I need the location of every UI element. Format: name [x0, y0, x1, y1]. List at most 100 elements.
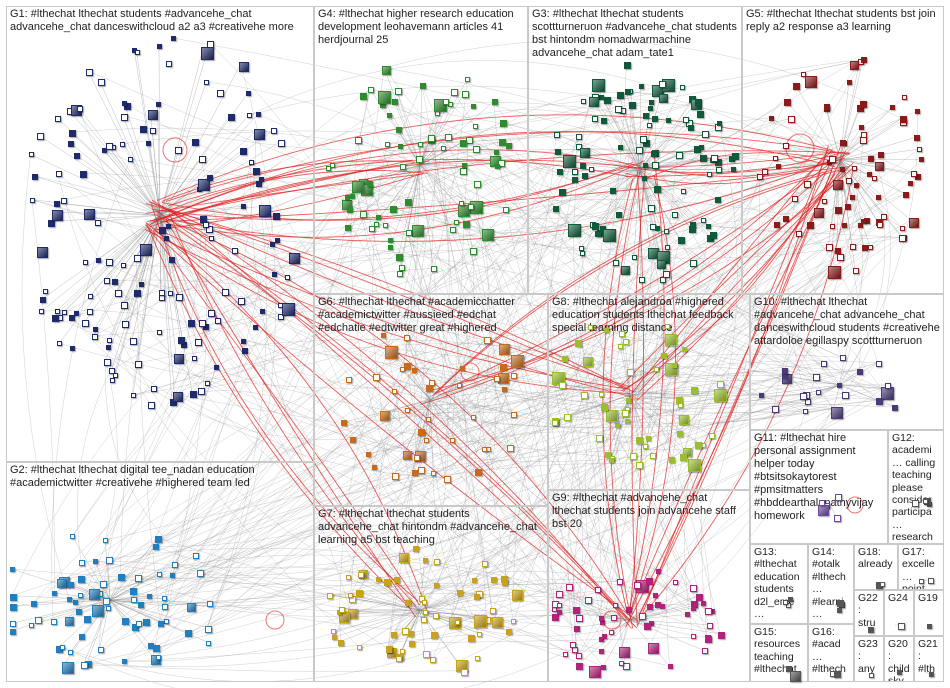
node-g2[interactable]: [122, 659, 128, 665]
node-g1[interactable]: [150, 128, 157, 135]
node-g1[interactable]: [133, 289, 141, 297]
node-g2[interactable]: [205, 625, 213, 633]
node-g2[interactable]: [103, 538, 109, 544]
node-g8[interactable]: [709, 432, 716, 439]
node-g8[interactable]: [606, 410, 619, 423]
node-g2[interactable]: [153, 544, 160, 551]
node-g4[interactable]: [503, 207, 510, 214]
node-g8[interactable]: [615, 422, 621, 428]
node-g4[interactable]: [472, 123, 478, 129]
node-g5[interactable]: [908, 218, 919, 229]
node-g8[interactable]: [630, 453, 638, 460]
node-g3[interactable]: [687, 124, 694, 131]
node-g7[interactable]: [399, 552, 410, 563]
node-g6[interactable]: [403, 362, 411, 370]
node-g3[interactable]: [558, 188, 566, 196]
node-g6[interactable]: [482, 446, 488, 452]
node-g7[interactable]: [511, 590, 523, 602]
node-g4[interactable]: [468, 203, 475, 210]
node-g10[interactable]: [837, 383, 843, 388]
node-g4[interactable]: [471, 104, 477, 110]
node-g7[interactable]: [345, 575, 351, 581]
node-g1[interactable]: [68, 130, 76, 138]
node-g1[interactable]: [255, 181, 262, 188]
node-g4[interactable]: [396, 254, 404, 262]
node-g1[interactable]: [202, 222, 209, 229]
node-g7[interactable]: [356, 590, 363, 598]
node-g7[interactable]: [434, 582, 440, 588]
node-g4[interactable]: [367, 87, 374, 94]
node-g1[interactable]: [80, 170, 88, 178]
node-g1[interactable]: [121, 113, 128, 121]
node-g5[interactable]: [846, 79, 852, 85]
node-g5[interactable]: [829, 224, 835, 230]
node-g4[interactable]: [444, 133, 452, 141]
node-g4[interactable]: [431, 266, 438, 273]
node-g7[interactable]: [473, 614, 487, 628]
node-g1[interactable]: [140, 126, 148, 134]
node-g4[interactable]: [399, 264, 406, 271]
node-g8[interactable]: [625, 397, 631, 403]
node-g2[interactable]: [10, 567, 15, 573]
node-g3[interactable]: [575, 134, 582, 141]
node-g6[interactable]: [392, 388, 398, 394]
node-g4[interactable]: [373, 221, 379, 227]
node-g5[interactable]: [804, 181, 812, 189]
node-g6[interactable]: [402, 450, 412, 460]
node-g5[interactable]: [899, 235, 907, 243]
node-g1[interactable]: [198, 156, 206, 164]
node-g4[interactable]: [494, 164, 500, 170]
node-g1[interactable]: [215, 318, 222, 325]
node-g5[interactable]: [783, 215, 790, 222]
node-g7[interactable]: [348, 593, 354, 599]
node-g2[interactable]: [68, 650, 74, 656]
node-g5[interactable]: [776, 164, 782, 170]
node-g10[interactable]: [831, 406, 844, 419]
node-g3[interactable]: [568, 223, 582, 237]
node-g7[interactable]: [409, 640, 416, 647]
node-g8[interactable]: [582, 357, 593, 368]
node-g9[interactable]: [652, 592, 658, 598]
node-g6[interactable]: [456, 383, 462, 389]
node-g1[interactable]: [188, 319, 196, 327]
node-g9[interactable]: [639, 612, 647, 620]
node-g1[interactable]: [32, 174, 39, 181]
node-g8[interactable]: [598, 392, 604, 398]
node-g3[interactable]: [581, 173, 588, 180]
node-g9[interactable]: [612, 603, 618, 609]
node-g2[interactable]: [138, 601, 145, 608]
node-g1[interactable]: [246, 113, 252, 119]
node-g8[interactable]: [660, 352, 667, 359]
node-g9[interactable]: [610, 615, 617, 622]
node-g7[interactable]: [490, 577, 497, 583]
node-g4[interactable]: [417, 141, 423, 147]
node-g2[interactable]: [77, 575, 85, 583]
node-g5[interactable]: [916, 147, 922, 153]
node-g7[interactable]: [356, 644, 362, 650]
node-g2[interactable]: [187, 603, 197, 613]
node-g1[interactable]: [159, 227, 167, 235]
node-g5[interactable]: [919, 157, 925, 163]
node-g4[interactable]: [367, 180, 374, 187]
node-g7[interactable]: [394, 577, 401, 584]
node-g9[interactable]: [589, 665, 602, 678]
node-g6[interactable]: [510, 355, 524, 369]
node-g2[interactable]: [106, 606, 112, 612]
node-g1[interactable]: [204, 79, 210, 85]
node-g7[interactable]: [358, 571, 365, 578]
node-g8[interactable]: [664, 324, 670, 329]
node-g9[interactable]: [705, 635, 713, 643]
node-g8[interactable]: [671, 363, 677, 369]
node-g9[interactable]: [690, 633, 696, 639]
node-g3[interactable]: [563, 154, 577, 168]
node-g1[interactable]: [76, 105, 83, 112]
node-g5[interactable]: [787, 116, 795, 124]
node-g6[interactable]: [426, 384, 434, 392]
node-g7[interactable]: [430, 656, 437, 663]
node-g8[interactable]: [636, 461, 644, 469]
node-g5[interactable]: [836, 254, 844, 262]
node-g4[interactable]: [453, 219, 459, 225]
node-g4[interactable]: [397, 143, 403, 149]
node-g10[interactable]: [812, 374, 820, 382]
node-g5[interactable]: [872, 176, 878, 182]
